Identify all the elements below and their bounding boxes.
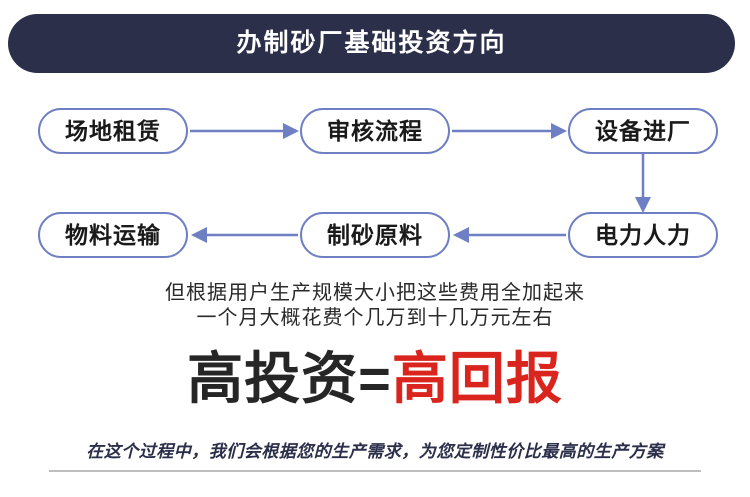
footer-text: 在这个过程中，我们会根据您的生产需求，为您定制性价比最高的生产方案 — [86, 442, 664, 461]
flow-node-label: 设备进厂 — [595, 117, 691, 144]
flow-node-sand-material[interactable]: 制砂原料 — [300, 212, 450, 258]
flow-node-site-rental[interactable]: 场地租赁 — [38, 108, 188, 154]
header-banner: 办制砂厂基础投资方向 — [8, 14, 735, 73]
edge-power-to-material-arrowhead — [453, 227, 469, 243]
headline-left: 高投资 — [187, 347, 359, 410]
flowchart: 场地租赁 审核流程 设备进厂 电力人力 制砂原料 物料运输 — [0, 95, 750, 275]
note-line-1: 但根据用户生产规模大小把这些费用全加起来 — [165, 282, 585, 304]
flow-node-label: 电力人力 — [595, 221, 691, 248]
flow-node-label: 物料运输 — [65, 221, 161, 248]
note-line-2: 一个月大概花费个几万到十几万元左右 — [196, 307, 554, 329]
page-title: 办制砂厂基础投资方向 — [236, 29, 507, 57]
flow-node-label: 制砂原料 — [327, 221, 423, 248]
flow-node-material-transport[interactable]: 物料运输 — [38, 212, 188, 258]
edge-review-to-equipment-arrowhead — [551, 123, 567, 139]
headline-equals: = — [358, 347, 392, 410]
flow-node-review-process[interactable]: 审核流程 — [300, 108, 450, 154]
footer-divider — [49, 470, 701, 472]
headline: 高投资=高回报 — [0, 347, 750, 410]
flow-node-label: 场地租赁 — [65, 117, 161, 144]
flowchart-connectors — [190, 123, 651, 243]
headline-right: 高回报 — [391, 347, 563, 410]
edge-material-to-transport-arrowhead — [191, 227, 207, 243]
note-paragraph: 但根据用户生产规模大小把这些费用全加起来 一个月大概花费个几万到十几万元左右 — [0, 281, 750, 331]
flow-node-label: 审核流程 — [327, 117, 423, 144]
edge-site-to-review-arrowhead — [283, 123, 299, 139]
edge-equipment-to-power-arrowhead — [635, 197, 651, 213]
footer: 在这个过程中，我们会根据您的生产需求，为您定制性价比最高的生产方案 — [0, 440, 750, 472]
flow-node-power-labor[interactable]: 电力人力 — [568, 212, 718, 258]
flow-node-equipment-arrival[interactable]: 设备进厂 — [568, 108, 718, 154]
